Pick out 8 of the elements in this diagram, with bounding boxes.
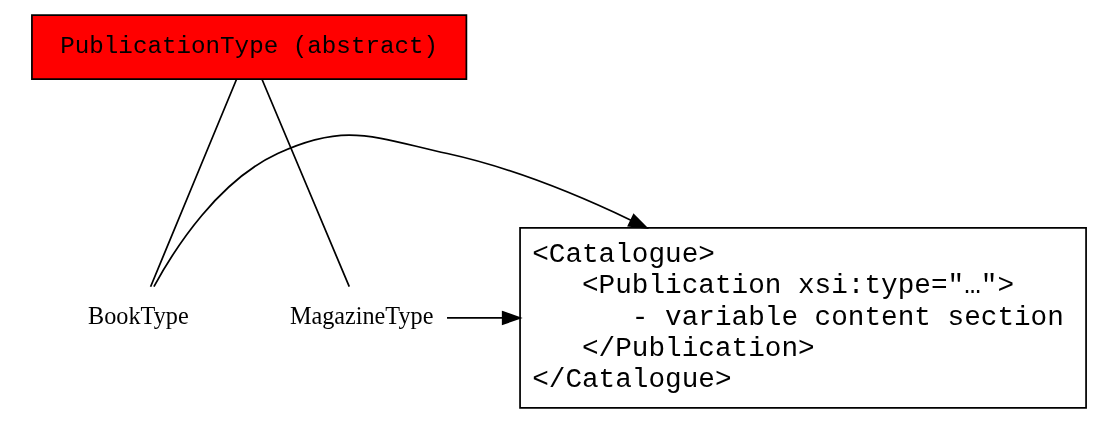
arrow [152, 134, 649, 288]
node-text: BookType [87, 302, 189, 330]
arrow [445, 310, 523, 326]
node-text: MagazineType [289, 302, 433, 330]
connector [260, 78, 350, 288]
node-box: PublicationType (abstract) [30, 14, 467, 80]
connector [149, 78, 237, 288]
node-box: <Catalogue> <Publication xsi:type="…"> - variable content section </Publication> </Catalogue> [518, 227, 1087, 409]
